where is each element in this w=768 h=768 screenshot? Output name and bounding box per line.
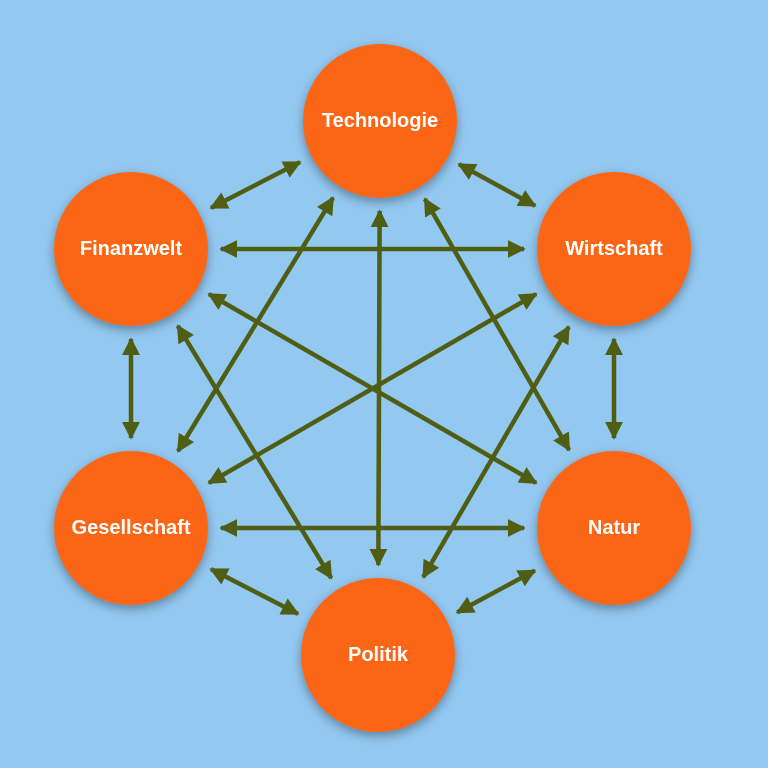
node-politik: Politik: [301, 578, 455, 732]
edge-natur-politik: [455, 568, 537, 615]
node-circle: [54, 451, 208, 605]
edge-politik-gesellschaft: [209, 567, 300, 616]
node-label-technologie: Technologie: [322, 110, 438, 132]
node-circle: [54, 172, 208, 326]
node-label-natur: Natur: [588, 517, 640, 539]
node-label-wirtschaft: Wirtschaft: [565, 238, 663, 260]
edge-technologie-politik: [369, 209, 389, 567]
node-circle: [303, 44, 457, 198]
node-label-politik: Politik: [348, 644, 409, 666]
edge-technologie-wirtschaft: [457, 162, 537, 208]
node-finanzwelt: Finanzwelt: [54, 172, 208, 326]
node-circle: [537, 451, 691, 605]
edge-technologie-finanzwelt: [209, 160, 302, 210]
edges-layer: [122, 160, 623, 616]
node-circle: [301, 578, 455, 732]
node-wirtschaft: Wirtschaft: [537, 172, 691, 326]
edge-politik-finanzwelt: [175, 324, 334, 580]
node-gesellschaft: Gesellschaft: [54, 451, 208, 605]
node-circle: [537, 172, 691, 326]
node-technologie: Technologie: [303, 44, 457, 198]
node-natur: Natur: [537, 451, 691, 605]
node-label-finanzwelt: Finanzwelt: [80, 238, 183, 260]
nodes-layer: Technologie Wirtschaft Natur Politik Ges…: [54, 44, 691, 732]
node-label-gesellschaft: Gesellschaft: [72, 517, 191, 539]
